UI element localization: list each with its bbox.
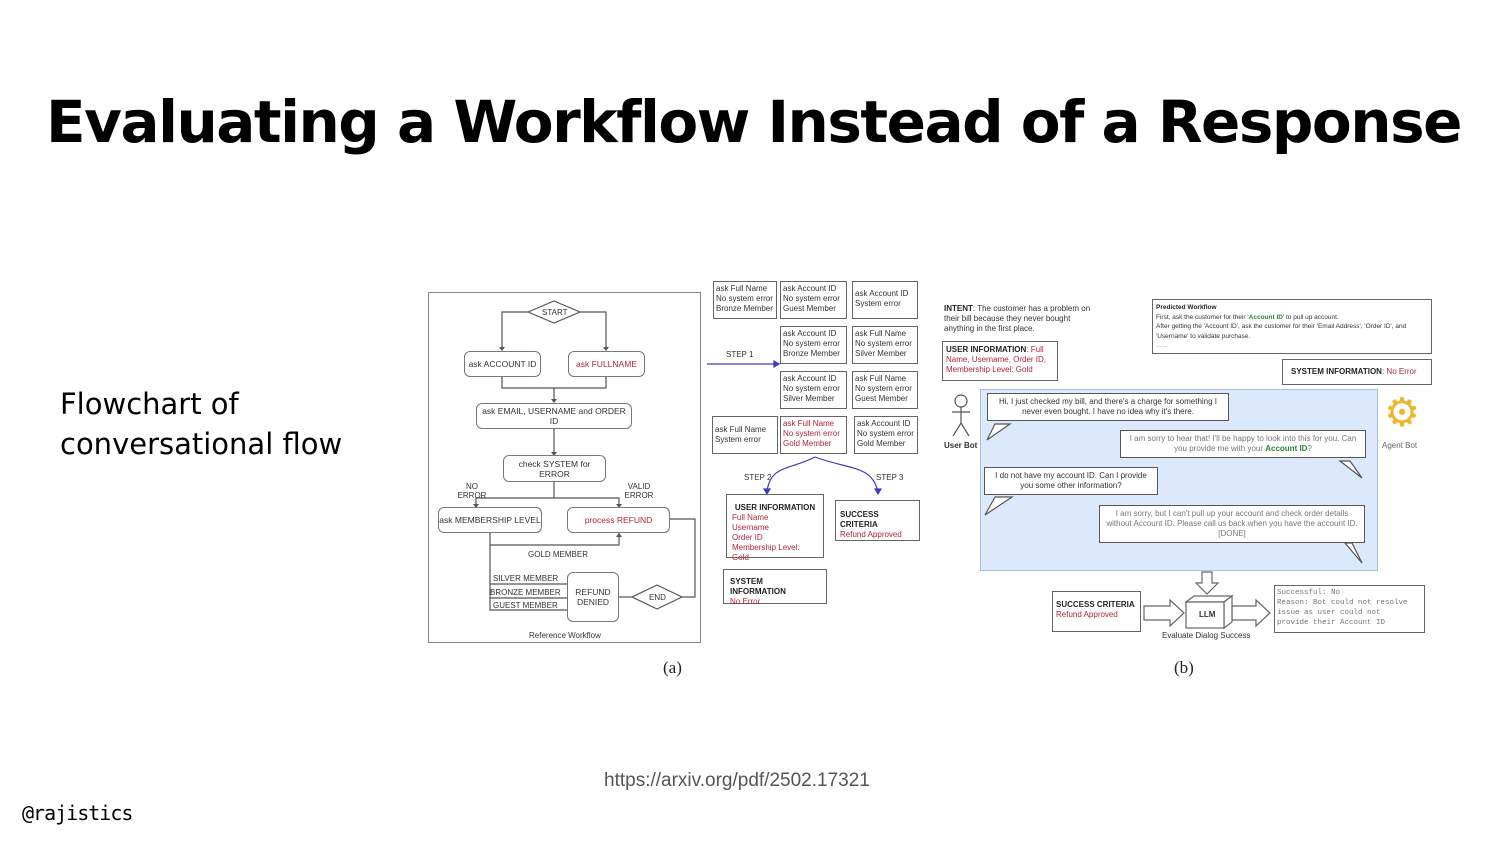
llm-label: LLM (1199, 610, 1216, 619)
gold-member-label: GOLD MEMBER (528, 550, 589, 559)
ask-email-node: ask EMAIL, USERNAME and ORDER ID (476, 403, 632, 429)
figure-a-label: (a) (663, 658, 682, 677)
user-information-box: USER INFORMATION Full Name Username Orde… (726, 494, 824, 562)
no-error-label: NO ERROR (457, 482, 487, 500)
user-bot-label: User Bot (944, 441, 978, 450)
ask-account-id-node: ask ACCOUNT ID (464, 351, 541, 377)
dialog-panel (980, 389, 1378, 571)
step2-label: STEP 2 (744, 473, 772, 482)
step1-label: STEP 1 (726, 350, 754, 359)
check-system-node: check SYSTEM for ERROR (503, 455, 606, 482)
success-criteria-box-b: SUCCESS CRITERIA Refund Approved (1052, 591, 1141, 632)
system-information-box: SYSTEM INFORMATION No Error (723, 569, 827, 606)
intent-text: INTENT: The customer has a problem on th… (944, 304, 1091, 333)
evaluate-dialog-caption: Evaluate Dialog Success (1162, 631, 1251, 640)
agent-bot-label: Agent Bot (1382, 441, 1418, 450)
agent-message-bubble: I am sorry, but I can't pull up your acc… (1099, 505, 1365, 543)
evaluation-result-box: Successful: No Reason: Bot could not res… (1274, 585, 1425, 633)
refund-denied-node: REFUND DENIED (567, 572, 619, 622)
agent-message-bubble: I am sorry to hear that! I'll be happy t… (1120, 430, 1366, 458)
end-label: END (649, 593, 666, 602)
end-diamond (630, 584, 684, 610)
valid-error-label: VALID ERROR (624, 482, 654, 500)
ask-membership-node: ask MEMBERSHIP LEVEL (438, 507, 542, 533)
guest-member-label: GUEST MEMBER (493, 601, 558, 610)
reference-workflow-caption: Reference Workflow (529, 631, 601, 640)
ask-fullname-node: ask FULLNAME (568, 351, 645, 377)
source-url[interactable]: https://arxiv.org/pdf/2502.17321 (604, 770, 870, 791)
predicted-workflow-box: Predicted Workflow First, ask the custom… (1152, 299, 1432, 354)
start-label: START (542, 308, 568, 317)
system-information-box-b: SYSTEM INFORMATION: No Error (1282, 359, 1432, 385)
slide-title: Evaluating a Workflow Instead of a Respo… (46, 88, 1462, 156)
step3-label: STEP 3 (876, 473, 904, 482)
silver-member-label: SILVER MEMBER (493, 574, 559, 583)
start-diamond (526, 300, 582, 324)
gear-icon: ⚙ (1384, 391, 1420, 435)
user-message-bubble: Hi, I just checked my bill, and there's … (987, 393, 1229, 421)
figure-b-label: (b) (1174, 658, 1194, 677)
user-message-bubble: I do not have my account ID. Can I provi… (984, 467, 1158, 495)
process-refund-node: process REFUND (567, 507, 670, 533)
slide-caption: Flowchart of conversational flow (60, 387, 343, 461)
success-criteria-box: SUCCESS CRITERIA Refund Approved (835, 500, 920, 541)
reference-workflow-frame (428, 292, 701, 643)
bronze-member-label: BRONZE MEMBER (490, 588, 561, 597)
author-handle: @rajistics (22, 801, 133, 825)
user-information-box-b: USER INFORMATION: Full Name, Username, O… (942, 341, 1058, 381)
